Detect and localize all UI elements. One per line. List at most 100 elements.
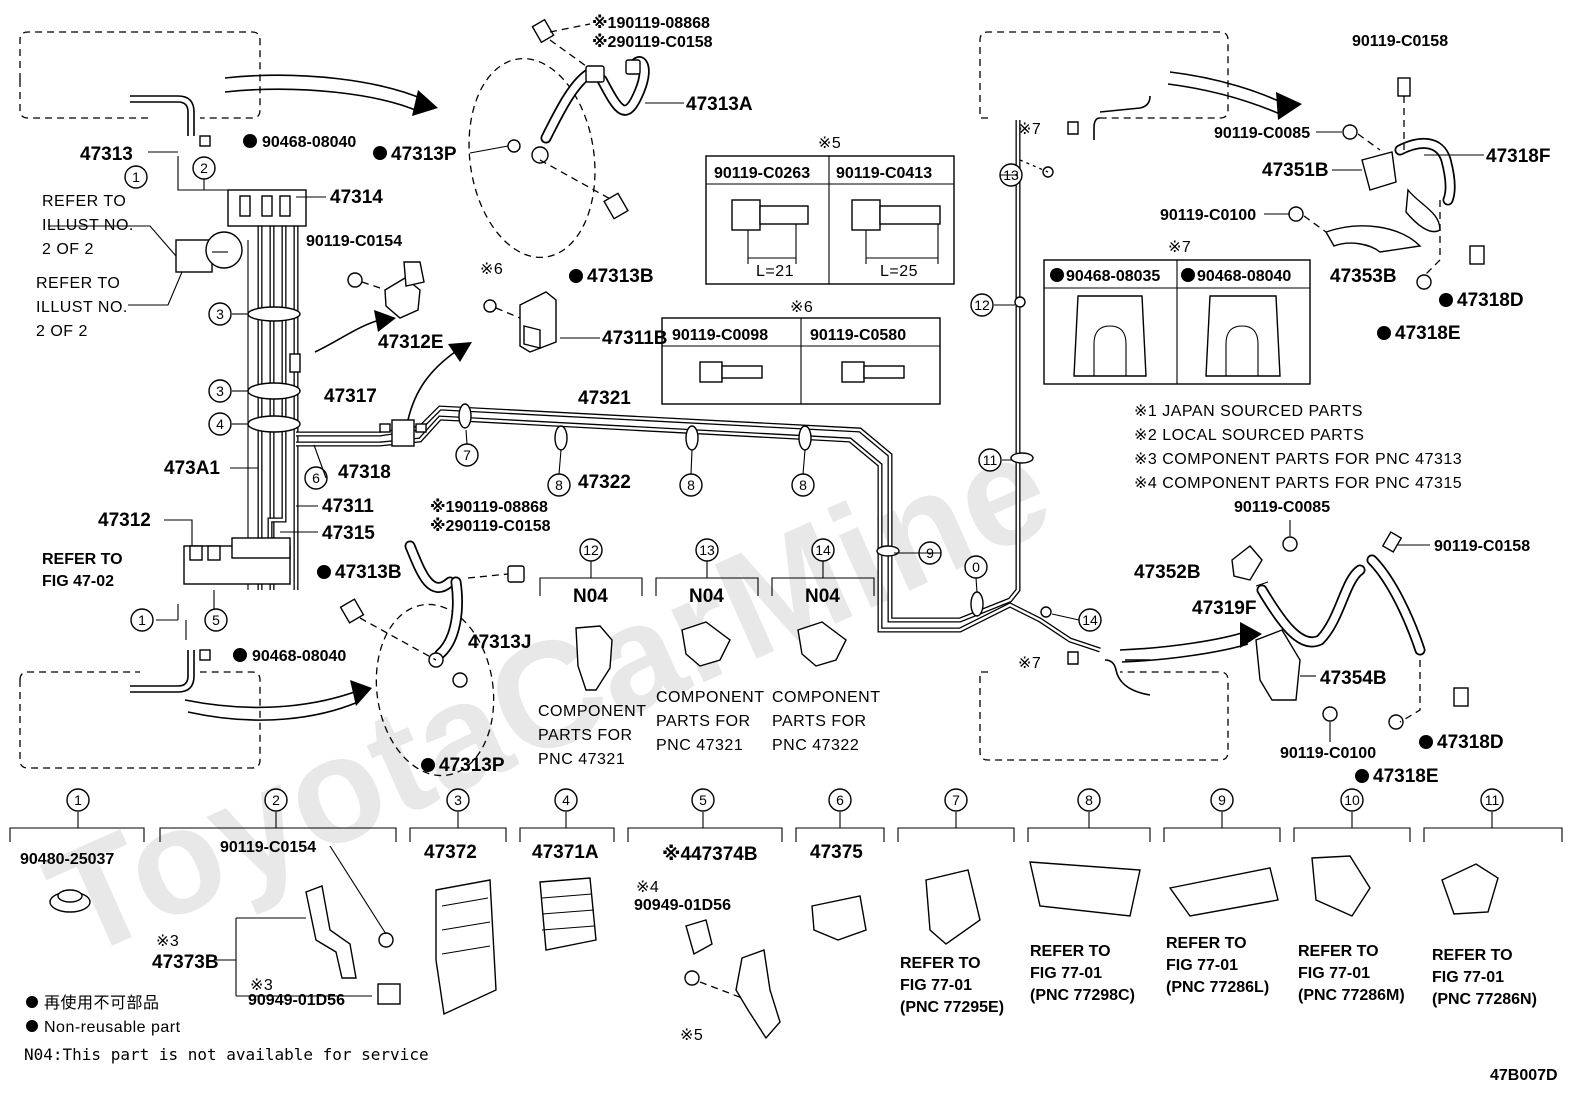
bottom-item-9-line3: (PNC 77286L) bbox=[1166, 979, 1269, 996]
footer-non-reusable-jp: 再使用不可部品 bbox=[44, 994, 160, 1012]
bottom-item-8-line2: FIG 77-01 bbox=[1030, 965, 1102, 982]
label-90468-08040-b: 90468-08040 bbox=[252, 648, 346, 665]
bottom-item-10-line3: (PNC 77286M) bbox=[1298, 987, 1405, 1004]
refer-fig-4702-line2: FIG 47-02 bbox=[42, 573, 114, 590]
bottom-item-10-num: 10 bbox=[1344, 792, 1360, 808]
label-47313j: 47313J bbox=[468, 632, 531, 653]
label-47318: 47318 bbox=[338, 462, 391, 483]
bottom-item-6-num: 6 bbox=[836, 792, 844, 808]
bolt-table-5 bbox=[705, 155, 955, 285]
bolt-table-5-length-1: L=21 bbox=[756, 263, 794, 280]
label-90119-c0100-b: 90119-C0100 bbox=[1280, 745, 1376, 762]
label-473a1: 473A1 bbox=[164, 458, 220, 479]
bottom-item-2-part: 90119-C0154 bbox=[220, 839, 316, 856]
part-number-labels: 47313 90468-08040 47313P 47314 90119-C01… bbox=[80, 33, 1550, 787]
component-group-1-code: N04 bbox=[573, 586, 608, 607]
circle-6: 6 bbox=[312, 470, 320, 486]
front-hose-assembly bbox=[468, 18, 684, 259]
bottom-row-texts: 1 90480-25037 2 90119-C0154 ※3 47373B ※3… bbox=[20, 788, 1537, 1044]
label-90468-08040-a: 90468-08040 bbox=[262, 134, 356, 151]
bottom-item-2-num: 2 bbox=[272, 792, 280, 808]
component-brackets bbox=[539, 560, 875, 691]
legend-note-4: ※4 COMPONENT PARTS FOR PNC 47315 bbox=[1134, 475, 1462, 492]
bottom-item-11-num: 11 bbox=[1485, 792, 1500, 808]
footer-legend: 再使用不可部品 Non-reusable part N04:This part … bbox=[24, 994, 1558, 1084]
right-front-hose bbox=[1288, 77, 1485, 290]
component-group-3-num: 14 bbox=[815, 542, 831, 558]
footer-non-reusable-en: Non-reusable part bbox=[44, 1019, 181, 1036]
callout-labels: ※190119-08868 ※290119-C0158 ※190119-0886… bbox=[430, 14, 1079, 672]
component-group-1-text1: COMPONENT bbox=[538, 703, 647, 720]
refer-fig-4702-line1: REFER TO bbox=[42, 551, 123, 568]
bottom-item-2-mark-b: ※3 bbox=[250, 977, 273, 994]
bottom-item-11-line1: REFER TO bbox=[1432, 947, 1513, 964]
bottom-item-8-line3: (PNC 77298C) bbox=[1030, 987, 1135, 1004]
label-47313a: 47313A bbox=[686, 94, 753, 115]
legend-note-2: ※2 LOCAL SOURCED PARTS bbox=[1134, 427, 1364, 444]
main-brake-tubes bbox=[296, 120, 1101, 653]
bolt-table-5-header-1: 90119-C0263 bbox=[714, 165, 810, 182]
bracket-47311b bbox=[483, 291, 557, 353]
circle-1-bottom: 1 bbox=[138, 612, 146, 628]
right-rear-hose bbox=[1231, 531, 1469, 730]
label-47314: 47314 bbox=[330, 187, 383, 208]
left-top-wheel-box bbox=[19, 31, 438, 136]
component-group-3-text3: PNC 47322 bbox=[772, 737, 859, 754]
label-47321: 47321 bbox=[578, 388, 631, 409]
circle-8-c: 8 bbox=[799, 477, 807, 493]
component-group-1-num: 12 bbox=[583, 542, 599, 558]
bottom-item-4-part: 47371A bbox=[532, 842, 599, 863]
bottom-item-6-part: 47375 bbox=[810, 842, 863, 863]
label-47311: 47311 bbox=[322, 496, 374, 517]
bottom-item-5-mark-b: ※5 bbox=[680, 1027, 703, 1044]
label-47318d-a: 47318D bbox=[1457, 290, 1524, 311]
bottom-item-9-line1: REFER TO bbox=[1166, 935, 1247, 952]
component-group-2-text1: COMPONENT bbox=[656, 689, 765, 706]
circle-3-b: 3 bbox=[216, 383, 224, 399]
bottom-part-drawings bbox=[49, 855, 1499, 1040]
circle-11: 11 bbox=[983, 452, 998, 468]
bottom-item-9-num: 9 bbox=[1218, 792, 1226, 808]
component-group-3-text2: PARTS FOR bbox=[772, 713, 867, 730]
bolt-table-6-header-1: 90119-C0098 bbox=[672, 327, 768, 344]
refer-notes: REFER TO ILLUST NO. 2 OF 2 REFER TO ILLU… bbox=[36, 193, 134, 590]
bottom-item-1-part: 90480-25037 bbox=[20, 851, 114, 868]
bolt-table-6-header-2: 90119-C0580 bbox=[810, 327, 906, 344]
left-pipe-bundle bbox=[175, 156, 307, 640]
label-90119-c0154-a: 90119-C0154 bbox=[306, 233, 402, 250]
diagram-circle-numbers: 1 2 3 3 4 6 7 8 8 8 9 0 11 12 13 14 1 5 bbox=[124, 156, 1102, 632]
clip-table-7-header-2: 90468-08040 bbox=[1197, 268, 1291, 285]
bottom-item-5-sub: 90949-01D56 bbox=[634, 897, 731, 914]
component-group-2-code: N04 bbox=[689, 586, 724, 607]
label-90119-c0085-a: 90119-C0085 bbox=[1214, 125, 1310, 142]
bottom-item-7-line2: FIG 77-01 bbox=[900, 977, 972, 994]
clip-table-7-mark: ※7 bbox=[1168, 239, 1191, 256]
left-bottom-wheel-box bbox=[19, 650, 372, 769]
bottom-item-9-line2: FIG 77-01 bbox=[1166, 957, 1238, 974]
bottom-item-1-num: 1 bbox=[74, 792, 82, 808]
bottom-item-2-sub-b: 90949-01D56 bbox=[248, 992, 345, 1009]
refer-illust-1-line3: 2 OF 2 bbox=[42, 241, 94, 258]
diagram-id: 47B007D bbox=[1490, 1067, 1558, 1084]
refer-illust-2-line3: 2 OF 2 bbox=[36, 323, 88, 340]
label-47354b: 47354B bbox=[1320, 668, 1387, 689]
circle-8-a: 8 bbox=[555, 477, 563, 493]
bottom-section-brackets bbox=[9, 812, 1563, 842]
callout-top-bolt-1: ※190119-08868 bbox=[592, 14, 710, 32]
callout-mark7-a: ※7 bbox=[1018, 121, 1041, 138]
component-group-3-code: N04 bbox=[805, 586, 840, 607]
refer-illust-1-line1: REFER TO bbox=[42, 193, 126, 210]
label-47317: 47317 bbox=[324, 386, 377, 407]
circle-1-top: 1 bbox=[132, 169, 140, 185]
callout-top-bolt-2: ※290119-C0158 bbox=[592, 33, 713, 51]
bottom-item-8-line1: REFER TO bbox=[1030, 943, 1111, 960]
refer-illust-1-line2: ILLUST NO. bbox=[42, 217, 134, 234]
circle-12: 12 bbox=[974, 297, 990, 313]
label-47311b: 47311B bbox=[602, 328, 668, 349]
clip-table-7 bbox=[1043, 259, 1311, 385]
right-bottom-wheel-box bbox=[979, 622, 1262, 761]
bolt-table-5-length-2: L=25 bbox=[880, 263, 918, 280]
label-47313p-a: 47313P bbox=[391, 144, 457, 165]
label-47312: 47312 bbox=[98, 510, 151, 531]
